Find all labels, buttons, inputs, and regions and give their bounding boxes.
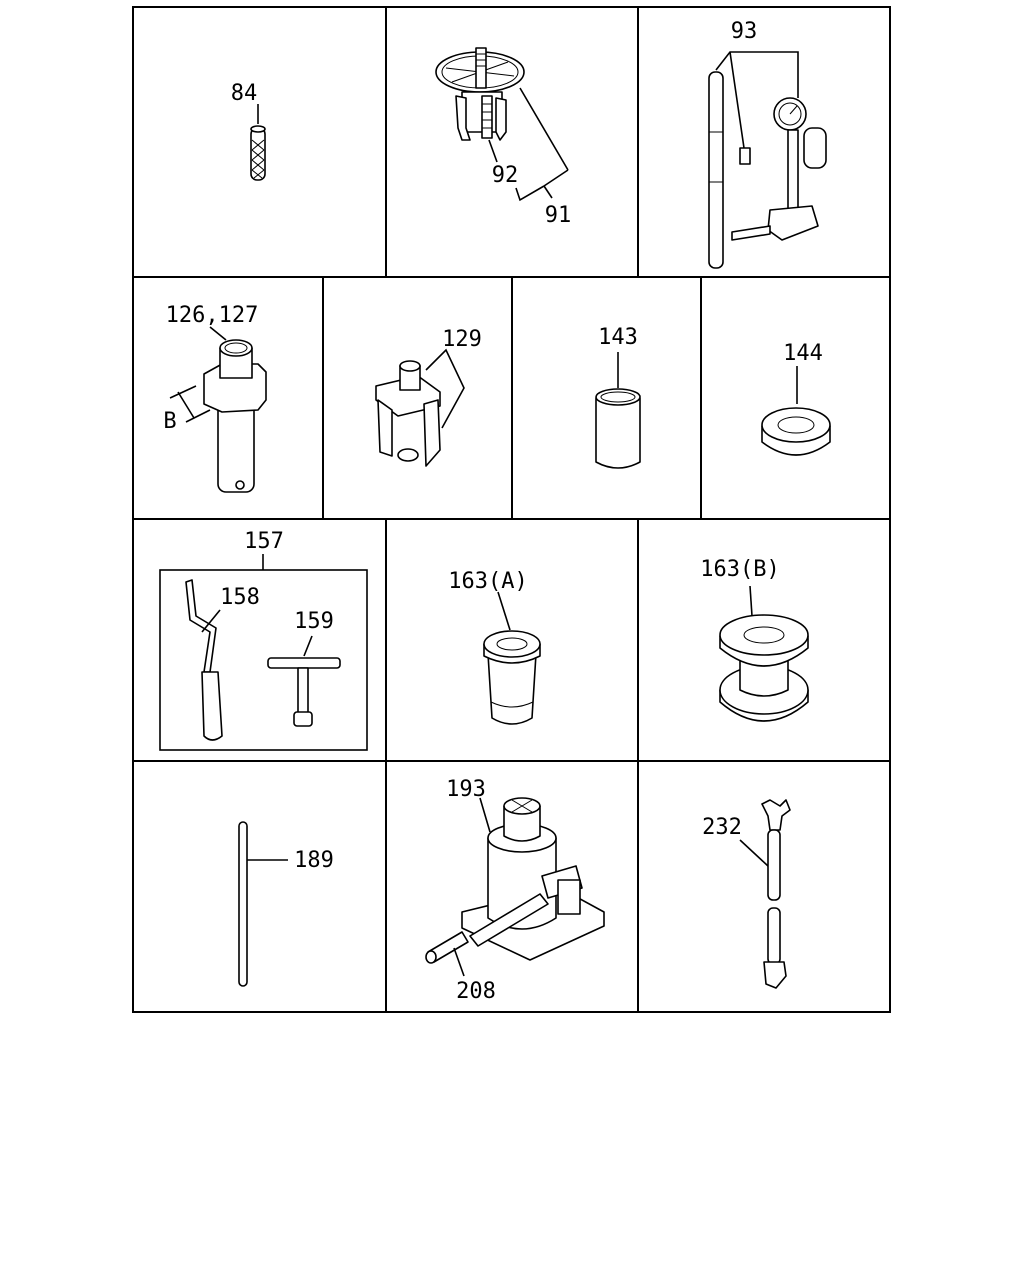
label-163b: 163(B): [700, 557, 779, 582]
adapter-nut: [739, 147, 751, 165]
label-193: 193: [446, 777, 486, 802]
cell-126-127: 126,127 B: [163, 303, 267, 493]
cell-193-208: 193 208: [425, 777, 605, 1004]
cell-163b: 163(B): [700, 557, 809, 722]
label-b: B: [163, 409, 176, 434]
bushing-163a: [487, 653, 537, 725]
label-144: 144: [783, 341, 823, 366]
label-159: 159: [294, 609, 334, 634]
label-91: 91: [545, 203, 572, 228]
label-92: 92: [492, 163, 519, 188]
label-232: 232: [702, 815, 742, 840]
jack-handle: [469, 893, 549, 947]
hose-232: [767, 829, 781, 901]
label-93: 93: [731, 19, 758, 44]
cell-189: 189: [238, 821, 334, 987]
sleeve-143: [595, 397, 641, 469]
cell-144: 144: [761, 341, 831, 456]
label-143: 143: [598, 325, 638, 350]
cell-91-92: 92 91: [435, 47, 572, 228]
hose-fitting-bottom: [763, 961, 787, 989]
tester-base: [767, 205, 819, 241]
cell-84: 84: [231, 81, 266, 181]
label-129: 129: [442, 327, 482, 352]
label-208: 208: [456, 979, 496, 1004]
label-157: 157: [244, 529, 284, 554]
hose-fitting-top: [761, 799, 791, 831]
label-126-127: 126,127: [166, 303, 259, 328]
cell-143: 143: [595, 325, 641, 469]
socket-shaft: [217, 399, 255, 493]
t-handle-159: [267, 657, 341, 669]
grid-lines: [132, 6, 891, 1013]
wrench-158: [185, 579, 217, 673]
label-163a: 163(A): [448, 569, 527, 594]
label-158: 158: [220, 585, 260, 610]
cell-157: 157 158 159: [159, 529, 368, 751]
rod-189: [238, 821, 248, 987]
cell-129: 129: [375, 327, 482, 467]
cell-163a: 163(A): [448, 569, 541, 725]
label-189: 189: [294, 848, 334, 873]
tester-rod: [708, 71, 724, 269]
cell-232: 232: [702, 799, 791, 989]
cell-93: 93: [708, 19, 827, 269]
pin-84: [250, 127, 266, 181]
label-84: 84: [231, 81, 258, 106]
